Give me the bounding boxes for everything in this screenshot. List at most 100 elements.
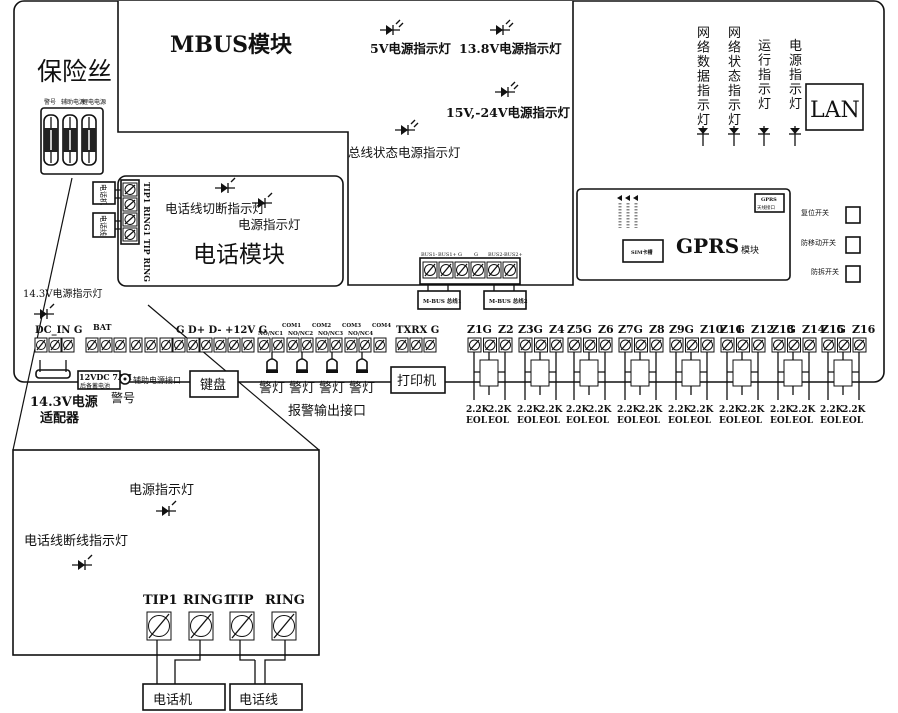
zoom-terminal-screws <box>146 611 297 641</box>
board-terminal-screw <box>159 337 173 353</box>
zoom-led-line-cut-label: 电话线断线指示灯 <box>24 534 128 549</box>
zone-resistor: 2.2K <box>690 405 715 415</box>
zone-label: Z16 <box>852 323 876 336</box>
alarm-lamp: 警灯 <box>259 352 285 396</box>
board-terminal-screw <box>34 337 48 353</box>
mbus-led-15v: 15V,-24V电源指示灯 <box>446 105 571 120</box>
terminal-strip-left <box>34 337 437 353</box>
zone-label: Z13 <box>771 323 794 336</box>
network-led-label-char: 示 <box>697 99 710 114</box>
board-terminal-screw <box>329 337 343 353</box>
mbus-term-2: BUS1+ <box>438 252 457 258</box>
phone-side-1-box <box>92 181 116 205</box>
zone-label: G <box>787 323 796 336</box>
zone-resistor: 2.2K <box>639 405 664 415</box>
phone-terminal-screw <box>122 182 138 197</box>
phone-led-icons <box>215 177 273 208</box>
fuse-title: 保险丝 <box>37 57 112 86</box>
zone-eol: EOL <box>488 416 510 426</box>
board-terminal-screw <box>144 337 158 353</box>
nonc-label: NO/NC3 <box>318 331 343 337</box>
lan-port[interactable] <box>805 83 864 131</box>
mbus-terminal-screw <box>502 261 518 279</box>
zone-label: G <box>534 323 543 336</box>
zone-label: Z15 <box>821 323 844 336</box>
aux-power-label: 辅助电源接口 <box>133 375 181 385</box>
adapter-plug <box>35 360 71 379</box>
com-label: COM2 <box>312 323 331 329</box>
board-terminal-screw <box>186 337 200 353</box>
zone-resistor: 2.2K <box>588 405 613 415</box>
zone-eol: EOL <box>588 416 610 426</box>
board-terminal-screw <box>99 337 113 353</box>
phone-terminal-screw <box>122 227 138 242</box>
phone-side-1: 电话机 <box>99 184 108 205</box>
zone-eol: EOL <box>617 416 639 426</box>
mbus-bus2-label: M-BUS 总线2 <box>489 297 528 305</box>
phone-term-names: TIP1 RING1 TIP RING <box>142 182 152 282</box>
zone-label: Z3 <box>518 323 534 336</box>
zone-eol: EOL <box>668 416 690 426</box>
zone-label: Z5 <box>567 323 583 336</box>
alarm-lamp: 警灯 <box>319 352 345 396</box>
gprs-sim-label: SIM卡槽 <box>631 249 653 256</box>
network-led-label-char: 网 <box>728 26 741 41</box>
switch-tamper-label: 防拆开关 <box>811 267 839 276</box>
network-led-label-char: 电 <box>789 39 802 54</box>
network-led-label-char: 指 <box>758 68 771 83</box>
switch-reset[interactable] <box>845 206 861 224</box>
zoom-wire-line <box>239 640 286 684</box>
switch-antimove[interactable] <box>845 236 861 254</box>
network-led-label-char: 示 <box>789 83 802 98</box>
phone-module-title: 电话模块 <box>193 242 285 268</box>
network-led-label-char: 态 <box>728 70 741 85</box>
board-terminal-screw <box>85 337 99 353</box>
zoom-term-ring1: RING1 <box>183 593 232 608</box>
mbus-term-5: BUS2- <box>488 252 504 258</box>
gprs-tag-sub: 天线接口 <box>757 204 775 211</box>
board-terminal-screw <box>315 337 329 353</box>
board-terminal-screw <box>358 337 372 353</box>
zone-resistor: 2.2K <box>488 405 513 415</box>
board-terminal-screw <box>172 337 186 353</box>
phone-side-2: 电话线 <box>99 215 108 236</box>
printer-terminal-screw <box>423 337 437 353</box>
zoom-terminal-screw <box>188 611 214 641</box>
board-terminal-screw <box>48 337 62 353</box>
network-led-label-char: 指 <box>697 84 710 99</box>
phone-module <box>117 175 344 287</box>
alarm-lamp-label: 警灯 <box>259 380 285 396</box>
phone-led-cut-label: 电话线切断指示灯 <box>165 201 265 216</box>
switch-tamper[interactable] <box>845 265 861 283</box>
network-led-4: 电源指示灯 <box>789 39 802 146</box>
term-bat: BAT <box>93 322 112 332</box>
zone-eol: EOL <box>539 416 561 426</box>
zone-label: Z2 <box>498 323 514 336</box>
zone-label: G <box>837 323 846 336</box>
zone-eol: EOL <box>770 416 792 426</box>
board-terminal-screw <box>271 337 285 353</box>
board-terminal-screw <box>344 337 358 353</box>
mbus-bus1-box <box>417 290 461 310</box>
board-terminal-screw <box>373 337 387 353</box>
network-led-label-char: 指 <box>728 84 741 99</box>
zone-eol: EOL <box>719 416 741 426</box>
alarm-lamp-label: 警灯 <box>319 380 345 396</box>
zone-label: Z1 <box>467 323 483 336</box>
zone-resistor: 2.2K <box>539 405 564 415</box>
zone-label: G <box>483 323 492 336</box>
zone-label: Z10 <box>700 323 724 336</box>
mbus-terminal-screw <box>470 261 486 279</box>
mbus-term-6: BUS2+ <box>504 252 523 258</box>
lan-label: LAN <box>810 98 860 123</box>
zone-label: Z11 <box>720 323 743 336</box>
